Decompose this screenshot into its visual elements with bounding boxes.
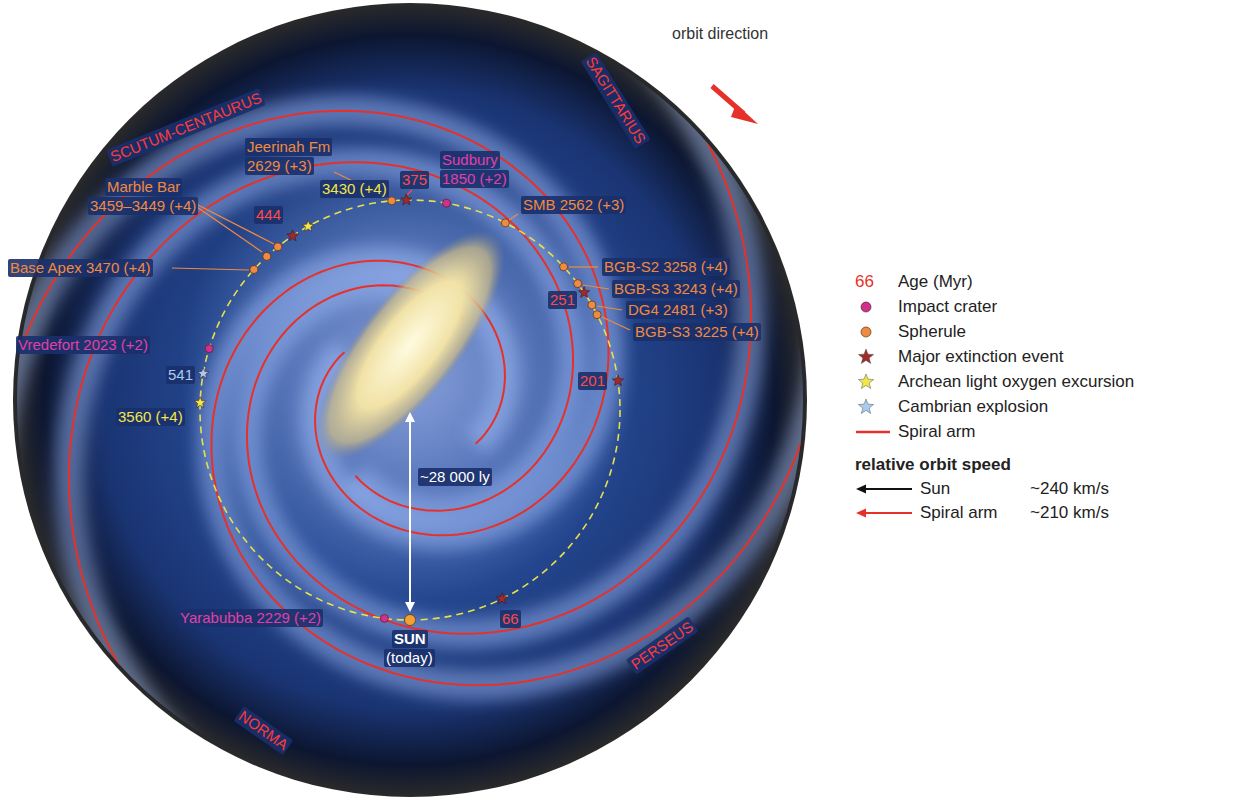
age-label: 3459–3449 (+4) bbox=[88, 197, 198, 215]
site-label: Yarabubba 2229 (+2) bbox=[178, 609, 323, 627]
event-star bbox=[303, 220, 314, 231]
legend-star bbox=[858, 374, 873, 389]
direction-label: orbit direction bbox=[672, 25, 768, 43]
legend-dot bbox=[861, 302, 871, 312]
age-label: 444 bbox=[254, 206, 283, 224]
event-dot bbox=[263, 252, 271, 260]
age-label: 66 bbox=[500, 610, 521, 628]
sun-label: (today) bbox=[384, 649, 435, 667]
legend-text: Spherule bbox=[898, 322, 966, 342]
leader-lines bbox=[172, 172, 630, 330]
event-dot bbox=[574, 280, 582, 288]
legend-text: Age (Myr) bbox=[898, 272, 973, 292]
site-label: Vredefort 2023 (+2) bbox=[16, 336, 150, 354]
age-label: 3560 (+4) bbox=[116, 408, 185, 426]
age-label: 3430 (+4) bbox=[320, 180, 389, 198]
legend-arrow-head bbox=[856, 485, 866, 494]
legend-text: Spiral arm bbox=[898, 422, 975, 442]
event-star bbox=[496, 593, 507, 604]
legend-heading: relative orbit speed bbox=[855, 455, 1011, 475]
event-dot bbox=[501, 219, 509, 227]
spiral-arm-line bbox=[69, 162, 573, 797]
legend-arrow-shaft bbox=[864, 512, 912, 514]
legend-text: Cambrian explosion bbox=[898, 397, 1048, 417]
age-label: 2629 (+3) bbox=[245, 157, 314, 175]
event-dot bbox=[274, 243, 282, 251]
legend-arrow bbox=[856, 509, 912, 518]
legend-star bbox=[858, 349, 873, 364]
event-dot bbox=[560, 263, 568, 271]
event-dot bbox=[593, 311, 601, 319]
arm-glow bbox=[0, 0, 826, 797]
event-dot bbox=[388, 197, 396, 205]
event-star bbox=[287, 230, 298, 241]
event-star bbox=[198, 368, 209, 379]
legend-line bbox=[856, 431, 890, 434]
legend-sample-age: 66 bbox=[855, 272, 874, 292]
site-label: BGB-S3 3225 (+4) bbox=[633, 323, 761, 341]
legend-star bbox=[858, 399, 873, 414]
site-label: Base Apex 3470 (+4) bbox=[8, 259, 153, 277]
age-label: 1850 (+2) bbox=[440, 170, 509, 188]
distance-label: ~28 000 ly bbox=[418, 468, 492, 486]
age-label: 541 bbox=[166, 366, 195, 384]
legend-text: Archean light oxygen excursion bbox=[898, 372, 1134, 392]
legend-text: Spiral arm bbox=[920, 503, 997, 523]
event-dot bbox=[588, 301, 596, 309]
event-star bbox=[612, 375, 624, 386]
event-dot bbox=[205, 345, 213, 353]
site-name: Sudbury bbox=[440, 151, 500, 169]
legend-arrow-shaft bbox=[864, 488, 912, 490]
age-label: 251 bbox=[548, 291, 577, 309]
event-star bbox=[578, 287, 589, 298]
distance-arrow bbox=[409, 414, 411, 610]
event-markers bbox=[194, 194, 623, 626]
event-dot bbox=[405, 615, 416, 626]
site-name: Jeerinah Fm bbox=[245, 138, 332, 156]
sun-orbit bbox=[200, 200, 620, 620]
spiral-arms bbox=[0, 0, 826, 797]
spiral-arm-line bbox=[247, 0, 751, 634]
legend-text: Sun bbox=[920, 479, 950, 499]
sun-label: SUN bbox=[392, 630, 428, 648]
event-star bbox=[194, 397, 205, 408]
event-dot bbox=[250, 266, 258, 274]
age-label: 375 bbox=[400, 171, 429, 189]
site-name: Marble Bar bbox=[105, 178, 182, 196]
legend-text: Major extinction event bbox=[898, 347, 1063, 367]
speed-value: ~240 km/s bbox=[1030, 479, 1109, 499]
site-label: SMB 2562 (+3) bbox=[521, 196, 626, 214]
site-label: BGB-S2 3258 (+4) bbox=[602, 258, 730, 276]
speed-value: ~210 km/s bbox=[1030, 503, 1109, 523]
legend-arrow bbox=[856, 485, 912, 494]
event-dot bbox=[443, 199, 451, 207]
legend-text: Impact crater bbox=[898, 297, 997, 317]
orbit-direction-arrowhead bbox=[731, 104, 758, 124]
site-label: DG4 2481 (+3) bbox=[626, 301, 730, 319]
legend-arrow-head bbox=[856, 509, 866, 518]
site-label: BGB-S3 3243 (+4) bbox=[612, 280, 740, 298]
spiral-arm-line bbox=[0, 111, 609, 536]
age-label: 201 bbox=[578, 372, 607, 390]
event-dot bbox=[380, 614, 388, 622]
event-star bbox=[401, 194, 412, 205]
legend-dot bbox=[861, 327, 871, 337]
